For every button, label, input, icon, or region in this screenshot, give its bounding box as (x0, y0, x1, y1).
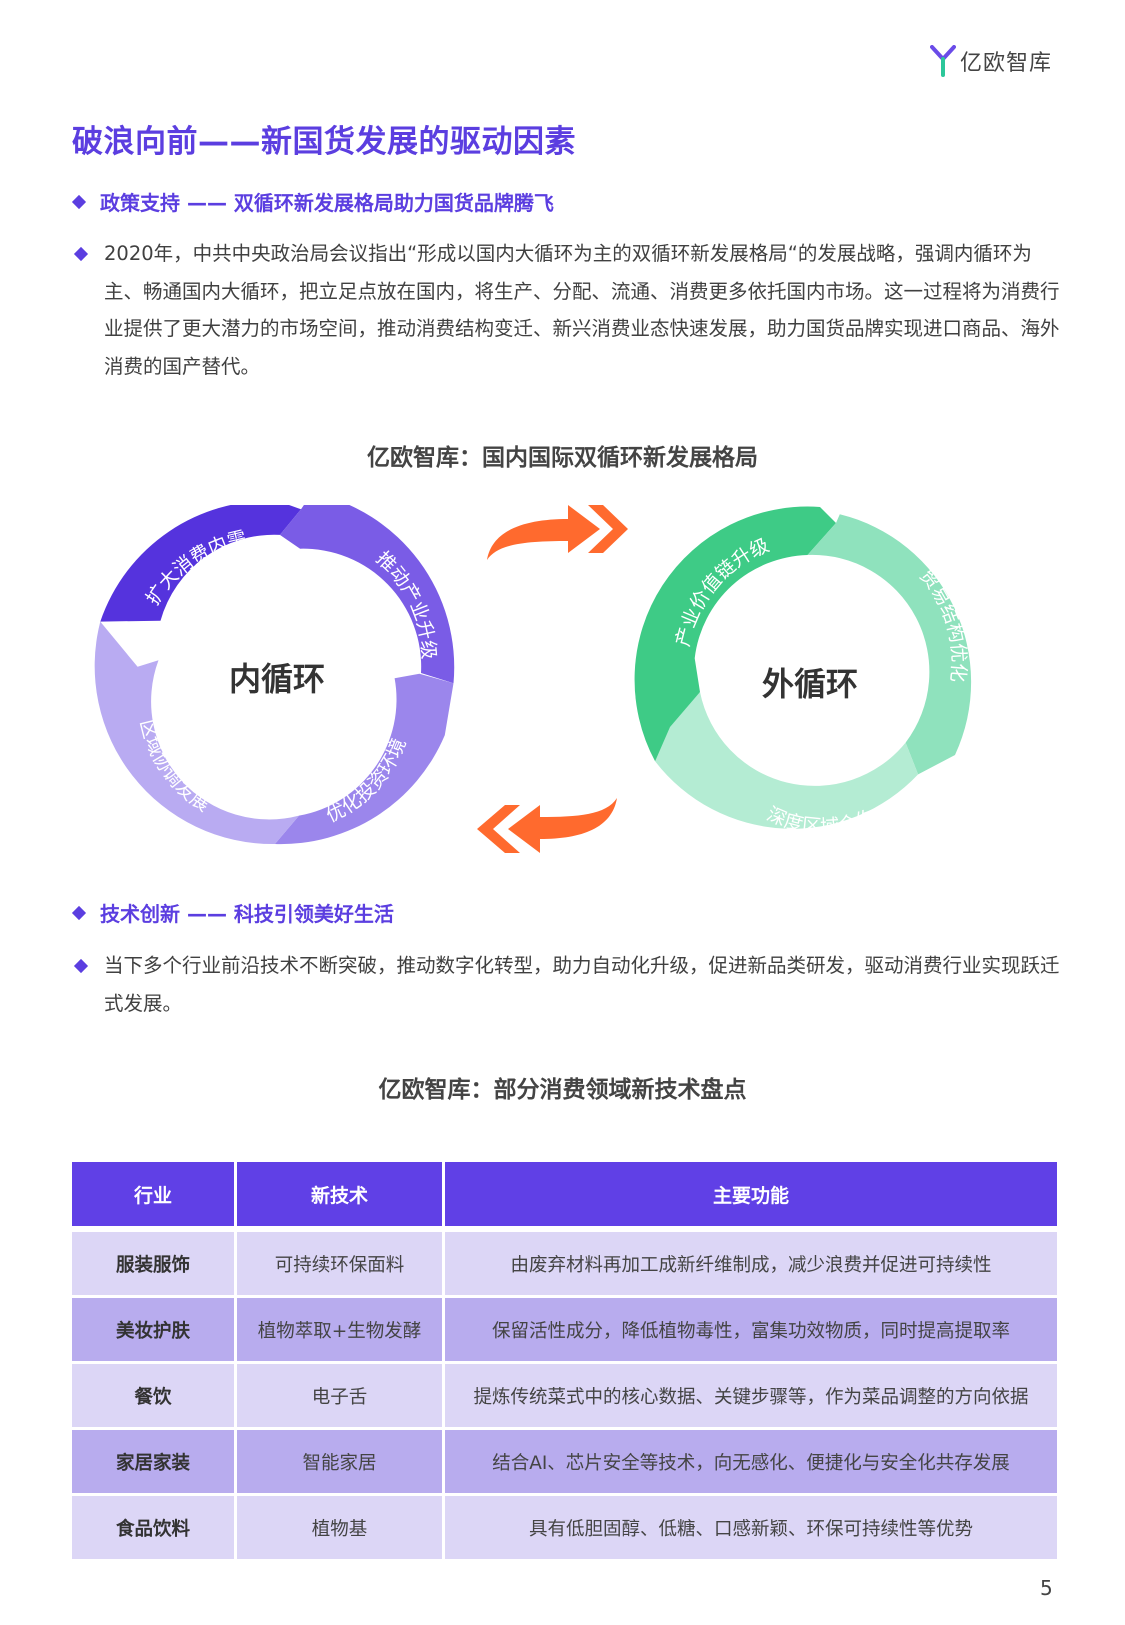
table-cell-function: 提炼传统菜式中的核心数据、关键步骤等，作为菜品调整的方向依据 (445, 1364, 1057, 1430)
inner-cycle-center-label: 内循环 (229, 660, 325, 698)
section-tech-heading: 技术创新 —— 科技引领美好生活 (71, 898, 394, 927)
table-cell-tech: 植物萃取+生物发酵 (237, 1298, 445, 1364)
table-header-row: 行业 新技术 主要功能 (72, 1162, 1057, 1232)
inner-segment-industry-upgrade (279, 505, 455, 684)
inner-segment-regional (94, 621, 299, 845)
table-title: 亿欧智库：部分消费领域新技术盘点 (378, 1077, 747, 1103)
table-cell-tech: 电子舌 (237, 1364, 445, 1430)
outer-segment-regional-coop (655, 692, 919, 829)
table-row: 美妆护肤 植物萃取+生物发酵 保留活性成分，降低植物毒性，富集功效物质，同时提高… (72, 1298, 1057, 1364)
brand-logo: 亿欧智库 (930, 44, 1052, 78)
outer-segment-value-chain (634, 506, 836, 762)
diamond-bullet-icon (73, 958, 89, 974)
tech-table: 行业 新技术 主要功能 服装服饰 可持续环保面料 由废弃材料再加工成新纤维制成，… (72, 1162, 1057, 1562)
table-cell-industry: 服装服饰 (72, 1232, 237, 1298)
inner-segment-expand-demand (100, 505, 301, 622)
section-tech-paragraph-text: 当下多个行业前沿技术不断突破，推动数字化转型，助力自动化升级，促进新品类研发，驱… (104, 954, 1060, 1015)
diamond-bullet-icon (71, 194, 87, 209)
table-cell-tech: 植物基 (237, 1496, 445, 1562)
section-policy-paragraph-text: 2020年，中共中央政治局会议指出“形成以国内大循环为主的双循环新发展格局“的发… (104, 242, 1060, 378)
table-cell-function: 具有低胆固醇、低糖、口感新颖、环保可持续性等优势 (445, 1496, 1057, 1562)
table-row: 餐饮 电子舌 提炼传统菜式中的核心数据、关键步骤等，作为菜品调整的方向依据 (72, 1364, 1057, 1430)
table-header-cell: 行业 (72, 1162, 237, 1232)
page-title: 破浪向前——新国货发展的驱动因素 (72, 124, 576, 160)
table-cell-tech: 智能家居 (237, 1430, 445, 1496)
outer-cycle-center-label: 外循环 (762, 665, 858, 703)
dual-circulation-diagram: 扩大消费内需 推动产业升级 优化投资环境 区域协调发展 内循环 产业价值链升级 … (94, 505, 972, 853)
figure-title: 亿欧智库：国内国际双循环新发展格局 (367, 445, 758, 471)
section-policy-heading: 政策支持 —— 双循环新发展格局助力国货品牌腾飞 (71, 187, 554, 216)
section-policy-heading-text: 政策支持 —— 双循环新发展格局助力国货品牌腾飞 (100, 191, 554, 215)
arrow-right-icon (487, 505, 628, 560)
page-number: 5 (1040, 1576, 1053, 1600)
table-cell-function: 由废弃材料再加工成新纤维制成，减少浪费并促进可持续性 (445, 1232, 1057, 1298)
table-cell-industry: 食品饮料 (72, 1496, 237, 1562)
table-row: 家居家装 智能家居 结合AI、芯片安全等技术，向无感化、便捷化与安全化共存发展 (72, 1430, 1057, 1496)
table-row: 服装服饰 可持续环保面料 由废弃材料再加工成新纤维制成，减少浪费并促进可持续性 (72, 1232, 1057, 1298)
diamond-bullet-icon (71, 905, 87, 920)
table-row: 食品饮料 植物基 具有低胆固醇、低糖、口感新颖、环保可持续性等优势 (72, 1496, 1057, 1562)
section-tech-heading-text: 技术创新 —— 科技引领美好生活 (100, 902, 394, 926)
section-tech-paragraph: 当下多个行业前沿技术不断突破，推动数字化转型，助力自动化升级，促进新品类研发，驱… (73, 947, 1064, 1022)
outer-segment-trade (807, 514, 972, 775)
table-header-cell: 主要功能 (445, 1162, 1057, 1232)
section-policy-paragraph: 2020年，中共中央政治局会议指出“形成以国内大循环为主的双循环新发展格局“的发… (73, 235, 1064, 385)
outer-cycle: 产业价值链升级 贸易结构优化 深度区域合作 外循环 (634, 506, 972, 838)
inner-cycle: 扩大消费内需 推动产业升级 优化投资环境 区域协调发展 内循环 (94, 505, 455, 845)
diamond-bullet-icon (73, 246, 89, 262)
table-cell-function: 保留活性成分，降低植物毒性，富集功效物质，同时提高提取率 (445, 1298, 1057, 1364)
table-cell-industry: 美妆护肤 (72, 1298, 237, 1364)
brand-logo-text: 亿欧智库 (960, 51, 1053, 76)
table-cell-function: 结合AI、芯片安全等技术，向无感化、便捷化与安全化共存发展 (445, 1430, 1057, 1496)
inner-segment-investment-env (274, 673, 454, 845)
brand-logo-mark (930, 45, 956, 77)
arrow-left-icon (477, 798, 617, 853)
table-cell-industry: 餐饮 (72, 1364, 237, 1430)
table-cell-tech: 可持续环保面料 (237, 1232, 445, 1298)
table-cell-industry: 家居家装 (72, 1430, 237, 1496)
table-header-cell: 新技术 (237, 1162, 445, 1232)
